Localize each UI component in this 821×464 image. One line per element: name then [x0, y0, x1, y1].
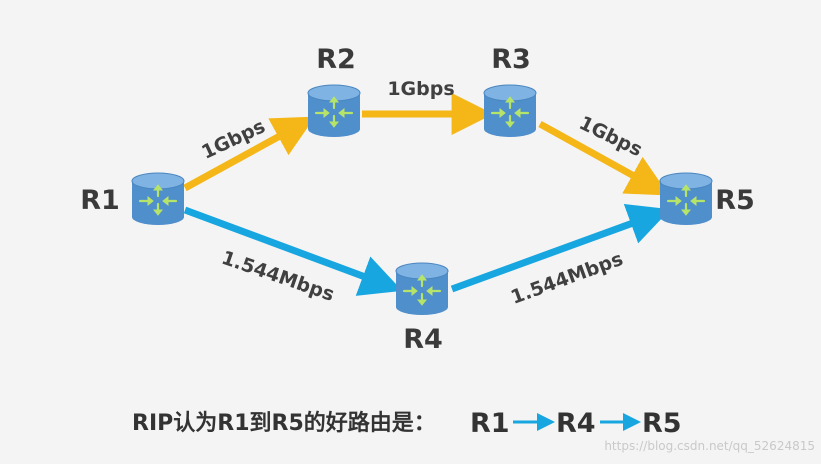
router-icon-r4	[394, 261, 450, 317]
router-icon-r3	[482, 83, 538, 139]
link-r4-r5	[450, 203, 671, 293]
link-label-r2-r3: 1Gbps	[387, 78, 454, 100]
caption-path-r5: R5	[642, 408, 682, 439]
caption-path-r4: R4	[556, 408, 596, 439]
router-label-r3: R3	[491, 44, 531, 75]
link-label-r3-r5: 1Gbps	[576, 112, 646, 161]
router-label-r2: R2	[316, 44, 356, 75]
caption-prefix: RIP认为R1到R5的好路由是：	[132, 410, 436, 436]
router-label-r5: R5	[715, 185, 755, 216]
link-label-r1-r2: 1Gbps	[198, 115, 268, 163]
router-label-r1: R1	[80, 185, 120, 216]
link-r1-r2	[183, 116, 316, 192]
router-icon-r2	[306, 83, 362, 139]
router-icon-r1	[130, 171, 186, 227]
caption-path-r1: R1	[470, 408, 510, 439]
router-icon-r5	[658, 171, 714, 227]
watermark: https://blog.csdn.net/qq_52624815	[604, 439, 815, 453]
link-r3-r5	[538, 120, 670, 196]
link-label-r1-r4: 1.544Mbps	[219, 247, 337, 306]
link-r1-r4	[183, 206, 403, 296]
router-label-r4: R4	[403, 324, 443, 355]
link-label-r4-r5: 1.544Mbps	[508, 248, 626, 309]
